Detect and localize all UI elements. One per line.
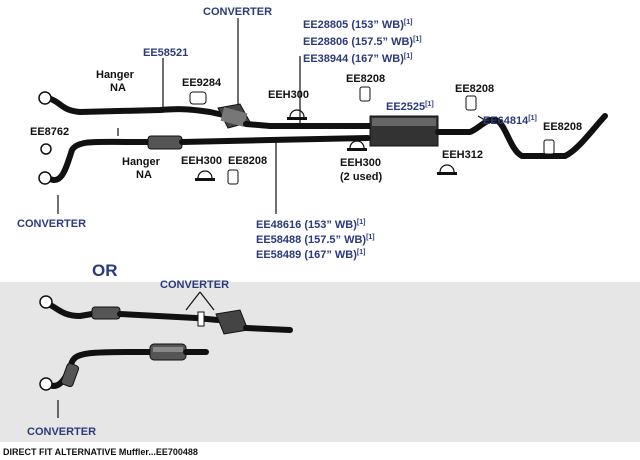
svg-text:EE28805 (153” WB)[1]: EE28805 (153” WB)[1] bbox=[303, 19, 412, 31]
alt-leader-lines bbox=[57, 291, 215, 418]
label-wb-top-group: EE28805 (153” WB)[1] EE28806 (157.5” WB)… bbox=[303, 19, 422, 65]
label-wb-bottom-group: EE48616 (153” WB)[1] EE58488 (157.5” WB)… bbox=[256, 219, 375, 261]
label-ee8762: EE8762 bbox=[30, 126, 69, 138]
note-ref-6: [1] bbox=[357, 219, 366, 226]
note-ref-1: [1] bbox=[404, 19, 413, 26]
hanger-ee8208-a-icon bbox=[359, 86, 371, 102]
label-converter-alt-top: CONVERTER bbox=[160, 279, 229, 291]
label-ee28805: EE28805 (153” WB) bbox=[303, 19, 404, 31]
label-ee28806: EE28806 (157.5” WB) bbox=[303, 36, 413, 48]
label-hanger-mid: Hanger bbox=[122, 156, 161, 168]
label-converter-top: CONVERTER bbox=[203, 6, 272, 18]
note-ref-7: [1] bbox=[366, 234, 375, 241]
alt-section-background bbox=[0, 282, 640, 442]
svg-text:EE58489 (167” WB)[1]: EE58489 (167” WB)[1] bbox=[256, 249, 365, 261]
clamp-eeh300-top-icon bbox=[287, 109, 307, 120]
label-ee8208-a: EE8208 bbox=[346, 73, 385, 85]
label-ee58488: EE58488 (157.5” WB) bbox=[256, 234, 366, 246]
svg-text:EE28806 (157.5” WB)[1]: EE28806 (157.5” WB)[1] bbox=[303, 36, 422, 48]
footer-note: DIRECT FIT ALTERNATIVE Muffler...EE70048… bbox=[3, 447, 198, 457]
hanger-ee8208-mid-icon bbox=[227, 169, 239, 185]
label-or: OR bbox=[92, 261, 118, 280]
label-ee8208-c: EE8208 bbox=[543, 121, 582, 133]
svg-text:EE2525[1]: EE2525[1] bbox=[386, 101, 434, 113]
alt-resonator-upper bbox=[91, 306, 121, 320]
label-ee8208-b: EE8208 bbox=[455, 83, 494, 95]
label-eeh300-right: EEH300 bbox=[340, 157, 381, 169]
gasket-ee9284-icon bbox=[189, 91, 207, 105]
note-ref-8: [1] bbox=[357, 249, 366, 256]
svg-text:EE58488 (157.5” WB)[1]: EE58488 (157.5” WB)[1] bbox=[256, 234, 375, 246]
clamp-eeh312-icon bbox=[437, 164, 457, 175]
label-ee48616: EE48616 (153” WB) bbox=[256, 219, 357, 231]
label-ee58489: EE58489 (167” WB) bbox=[256, 249, 357, 261]
small-resonator-mid bbox=[147, 135, 183, 150]
label-eeh300-mid: EEH300 bbox=[181, 155, 222, 167]
leader-lines bbox=[57, 18, 489, 214]
clamp-eeh300-mid-icon bbox=[195, 170, 215, 181]
note-ref-5: [1] bbox=[528, 115, 537, 122]
muffler-ee2525 bbox=[369, 115, 439, 147]
note-ref-2: [1] bbox=[413, 36, 422, 43]
hanger-ee8208-c-icon bbox=[543, 139, 555, 155]
svg-text:EE64814[1]: EE64814[1] bbox=[483, 115, 537, 127]
alt-converter-lower bbox=[149, 343, 187, 361]
label-ee8208-mid: EE8208 bbox=[228, 155, 267, 167]
note-ref-4: [1] bbox=[425, 101, 434, 108]
note-ref-3: [1] bbox=[404, 53, 413, 60]
label-ee38944: EE38944 (167” WB) bbox=[303, 53, 404, 65]
label-eeh300-top: EEH300 bbox=[268, 89, 309, 101]
label-hanger-mid-na: NA bbox=[136, 169, 152, 181]
alt-system-pipes bbox=[39, 295, 293, 391]
clamp-icons-top bbox=[189, 86, 555, 185]
label-ee64814: EE64814 bbox=[483, 115, 529, 127]
label-ee58521: EE58521 bbox=[143, 47, 188, 59]
label-ee2525: EE2525 bbox=[386, 101, 425, 113]
label-eeh312: EEH312 bbox=[442, 149, 483, 161]
label-hanger-top-na: NA bbox=[110, 82, 126, 94]
label-used-note: (2 used) bbox=[340, 171, 383, 183]
label-converter-left: CONVERTER bbox=[17, 218, 86, 230]
hanger-ee8208-b-icon bbox=[465, 95, 477, 111]
top-system-pipes bbox=[38, 91, 608, 185]
svg-text:EE48616 (153” WB)[1]: EE48616 (153” WB)[1] bbox=[256, 219, 365, 231]
svg-text:EE38944 (167” WB)[1]: EE38944 (167” WB)[1] bbox=[303, 53, 412, 65]
label-ee9284: EE9284 bbox=[182, 77, 222, 89]
clamp-eeh300-right-icon bbox=[347, 140, 367, 151]
alt-resonator-lower bbox=[60, 362, 80, 388]
label-hanger-top: Hanger bbox=[96, 69, 135, 81]
label-converter-alt-left: CONVERTER bbox=[27, 426, 96, 438]
